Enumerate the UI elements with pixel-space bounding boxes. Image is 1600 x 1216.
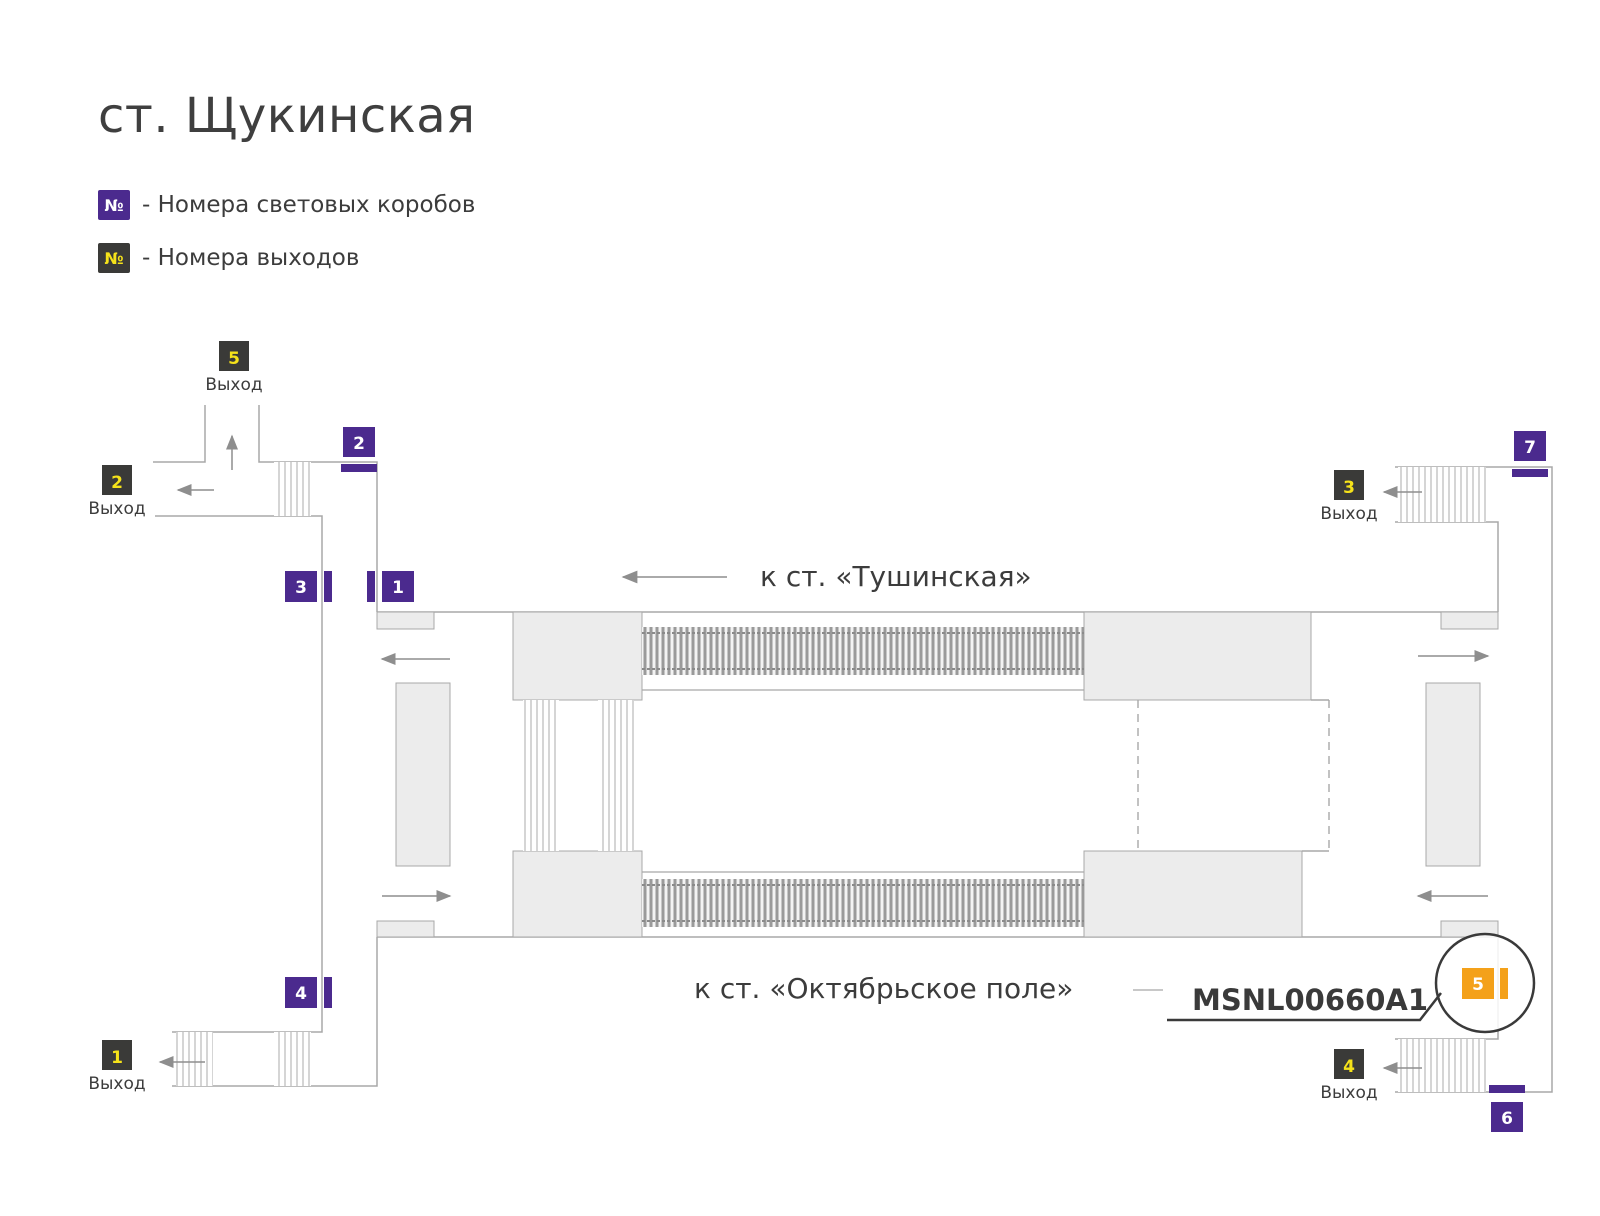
track-top: [642, 627, 1084, 691]
left-vestibule: [153, 405, 378, 1087]
lightbox-7: 7: [1512, 431, 1548, 477]
svg-text:Выход: Выход: [205, 375, 262, 395]
legend-lightbox-row: № - Номера световых коробов: [98, 190, 475, 220]
stairs-right-bottom: [1398, 1039, 1486, 1092]
lightbox-2: 2: [341, 427, 377, 472]
column-right: [1425, 682, 1481, 867]
svg-text:4: 4: [295, 984, 307, 1004]
block-bottom-left: [512, 850, 643, 938]
track-bottom: [642, 871, 1084, 927]
svg-text:5: 5: [228, 349, 240, 369]
svg-text:4: 4: [1343, 1057, 1355, 1077]
stairs-left-bottom-2: [274, 1032, 311, 1086]
exit-2: 2 Выход: [88, 465, 146, 519]
escalator-left-1: [523, 700, 559, 851]
block-top-left: [512, 611, 643, 701]
exit-1: 1 Выход: [88, 1040, 146, 1094]
column-left: [395, 682, 451, 867]
svg-text:7: 7: [1524, 438, 1536, 458]
svg-text:Выход: Выход: [88, 1074, 145, 1094]
lightbox-3: 3: [285, 571, 332, 602]
svg-text:5: 5: [1472, 975, 1484, 995]
lightbox-4: 4: [285, 977, 332, 1008]
stairs-right-top: [1398, 467, 1486, 522]
highlighted-lightbox-5: 5 MSNL00660A1: [1167, 932, 1536, 1034]
svg-text:6: 6: [1501, 1109, 1513, 1129]
svg-text:Выход: Выход: [1320, 504, 1377, 524]
svg-text:1: 1: [111, 1048, 123, 1068]
stairs-left-bottom-1: [176, 1032, 213, 1086]
svg-text:2: 2: [353, 434, 365, 454]
direction-bottom-label: к ст. «Октябрьское поле»: [694, 972, 1073, 1005]
direction-top-label: к ст. «Тушинская»: [760, 560, 1032, 593]
legend-lightbox-badge: №: [98, 190, 130, 220]
legend-exit-text: - Номера выходов: [142, 245, 360, 271]
svg-text:3: 3: [1343, 478, 1355, 498]
svg-text:1: 1: [392, 578, 404, 598]
page-title: ст. Щукинская: [98, 88, 476, 144]
svg-text:Выход: Выход: [88, 499, 145, 519]
svg-text:Выход: Выход: [1320, 1083, 1377, 1103]
block-bottom-right: [1083, 850, 1303, 938]
svg-text:3: 3: [295, 578, 307, 598]
exit-3: 3 Выход: [1320, 470, 1378, 524]
legend-exit-badge: №: [98, 243, 130, 273]
exit-4: 4 Выход: [1320, 1049, 1378, 1103]
escalator-left-2: [598, 700, 634, 851]
block-top-right: [1083, 611, 1312, 701]
lightbox-6: 6: [1489, 1085, 1525, 1132]
exit-5: 5 Выход: [205, 341, 263, 395]
svg-text:2: 2: [111, 473, 123, 493]
legend-exit-row: № - Номера выходов: [98, 243, 359, 273]
lightbox-1: 1: [367, 571, 414, 602]
stairs-left-top: [274, 462, 311, 516]
legend-lightbox-text: - Номера световых коробов: [142, 192, 476, 218]
lightbox-code-label: MSNL00660A1: [1192, 983, 1428, 1017]
